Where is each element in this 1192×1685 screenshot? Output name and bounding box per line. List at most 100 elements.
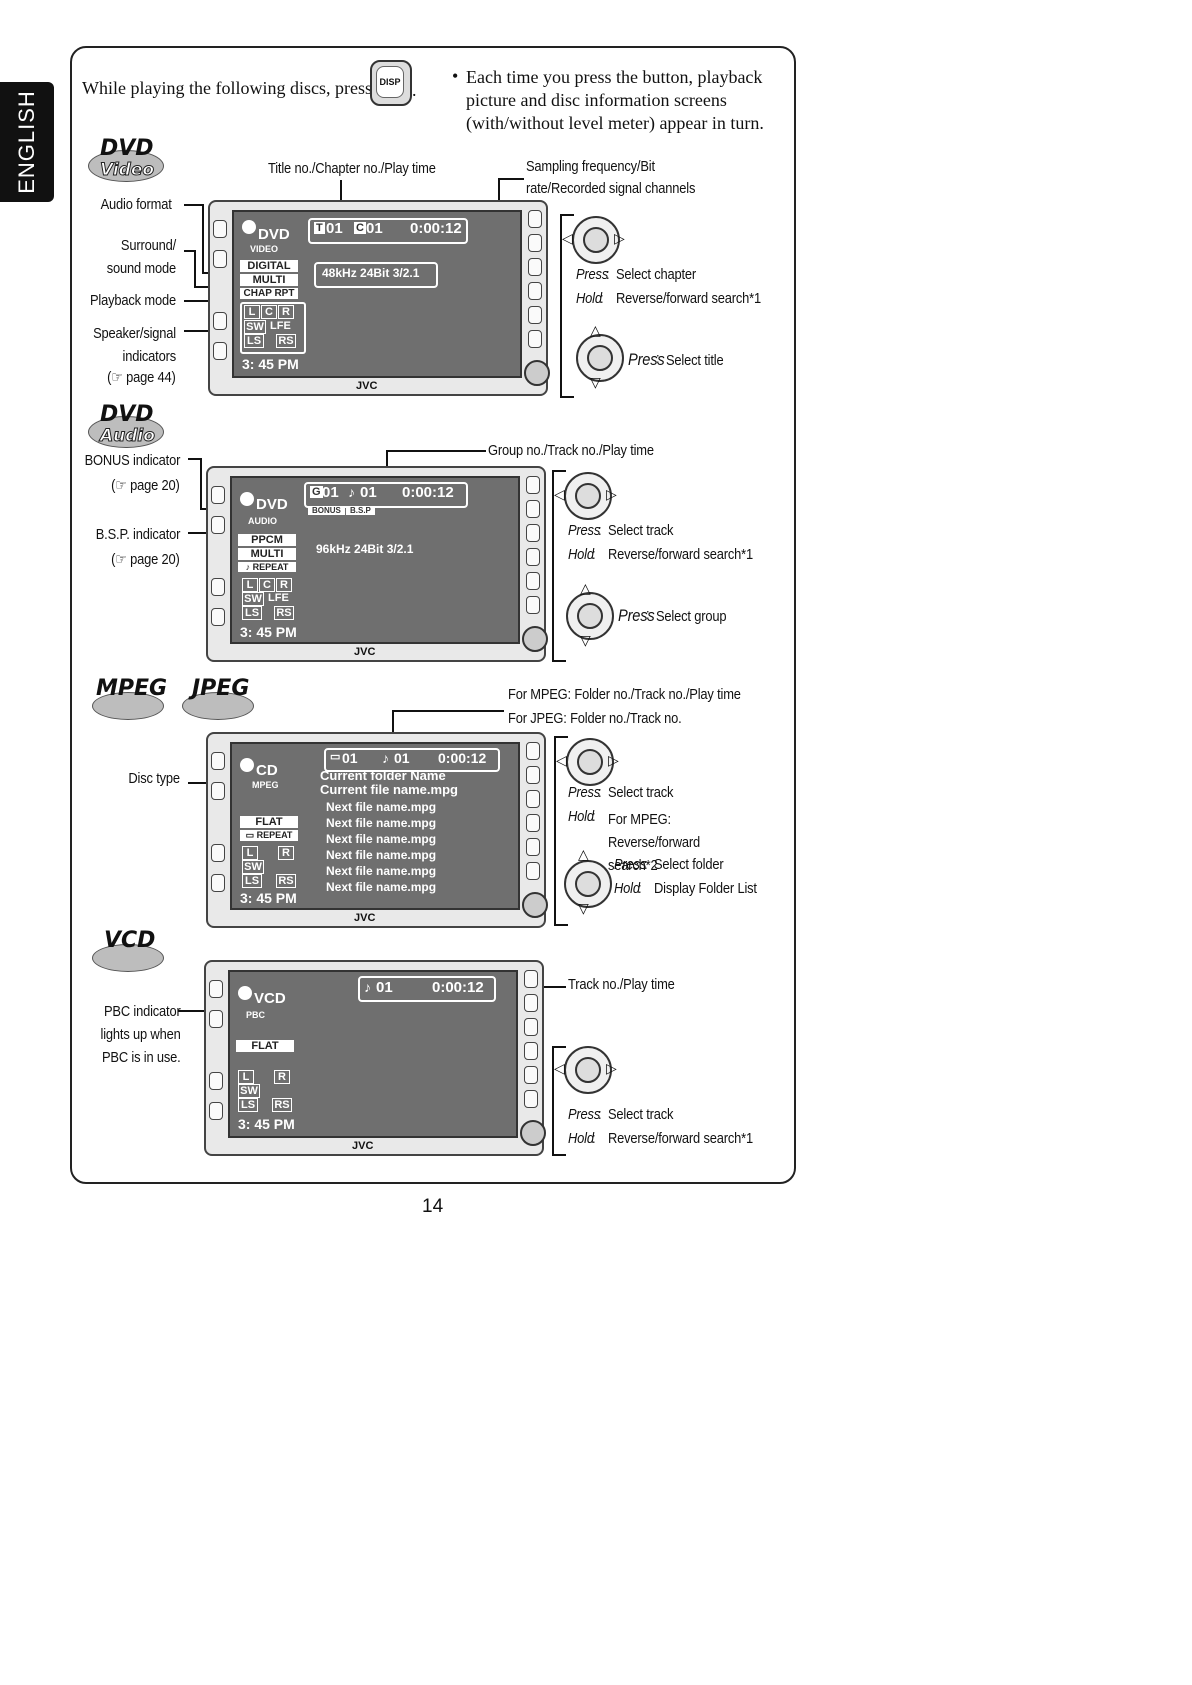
- language-tab: ENGLISH: [0, 82, 54, 202]
- leader-line: [202, 204, 204, 272]
- jpeg-logo: [182, 692, 254, 720]
- leader-line: [184, 250, 196, 252]
- control-action: Select chapter: [616, 266, 697, 283]
- spk-ls: LS: [244, 334, 264, 348]
- spk-ls: LS: [242, 606, 262, 620]
- side-button: [524, 1042, 538, 1060]
- side-button: [526, 596, 540, 614]
- callout-group-track: Group no./Track no./Play time: [488, 442, 654, 459]
- control-sep: :: [598, 522, 602, 539]
- disc-icon: [240, 492, 254, 506]
- spk-ls: LS: [238, 1098, 258, 1112]
- side-button: [213, 220, 227, 238]
- dvd-video-screen: T 01 C 01 0:00:12 DVD VIDEO DIGITAL MULT…: [232, 210, 522, 378]
- disc-icon: [242, 220, 256, 234]
- brand-logo: JVC: [352, 1140, 374, 1152]
- callout-mpeg: For MPEG: Folder no./Track no./Play time: [508, 686, 741, 703]
- control-mode: Hold: [576, 290, 602, 307]
- leader-line: [498, 178, 524, 180]
- spk-sw: SW: [242, 592, 264, 606]
- side-button: [211, 608, 225, 626]
- folder-number: 01: [342, 750, 358, 766]
- dvd-audio-logo-bottom: Audio: [100, 426, 156, 447]
- vertical-pad-icon: [566, 592, 614, 640]
- control-sep: :: [592, 808, 596, 825]
- callout-pbc: PBC indicator lights up when PBC is in u…: [100, 1003, 181, 1066]
- arrow-left-icon: ◁: [556, 752, 567, 768]
- signal-info: 48kHz 24Bit 3/2.1: [322, 266, 420, 280]
- horizontal-pad-icon: [564, 472, 612, 520]
- mpeg-screen: ▭ 01 ♪ 01 0:00:12 CD MPEG Current folder…: [230, 742, 520, 910]
- mpeg-logo: [92, 692, 164, 720]
- eq-mode: FLAT: [240, 816, 298, 828]
- disc-type: DVD: [258, 226, 290, 243]
- control-mode: Press: [568, 784, 601, 801]
- control-mode: Press: [628, 350, 665, 369]
- control-action: Select folder: [654, 856, 724, 873]
- group-badge: G: [310, 486, 323, 498]
- side-button: [209, 1072, 223, 1090]
- disc-type: VCD: [254, 990, 286, 1007]
- title-badge: T: [314, 222, 325, 234]
- intro-period: .: [412, 80, 417, 100]
- dvd-audio-unit: JVC G 01 ♪ 01 0:00:12 BONUS B.S.P DVD AU…: [206, 466, 548, 662]
- callout-title-chapter: Title no./Chapter no./Play time: [268, 160, 436, 177]
- control-sep: :: [600, 290, 604, 307]
- spk-c: C: [261, 305, 277, 319]
- spk-rs: RS: [272, 1098, 292, 1112]
- control-sep: :: [644, 856, 648, 873]
- side-button: [526, 790, 540, 808]
- side-button: [526, 814, 540, 832]
- bsp-indicator: B.S.P: [346, 506, 375, 515]
- arrow-down-icon: ▽: [590, 374, 601, 390]
- vcd-logo: [92, 944, 164, 972]
- leader-line: [392, 710, 394, 746]
- note-icon: ♪: [382, 750, 389, 766]
- track-number: 01: [360, 484, 377, 501]
- next-file: Next file name.mpg: [326, 800, 437, 814]
- side-button: [213, 250, 227, 268]
- spk-rs: RS: [274, 606, 294, 620]
- arrow-up-icon: △: [590, 322, 601, 338]
- arrow-left-icon: ◁: [562, 230, 573, 246]
- side-button: [528, 306, 542, 324]
- title-chapter-box: [308, 218, 468, 244]
- control-mode: Press: [618, 606, 655, 625]
- dvd-audio-logo: [88, 416, 164, 448]
- side-button: [213, 312, 227, 330]
- spk-sw: SW: [242, 860, 264, 874]
- side-button: [526, 524, 540, 542]
- leader-line: [184, 204, 204, 206]
- dvd-audio-logo-top: DVD: [100, 402, 154, 427]
- callout-sampling: Sampling frequency/Bit rate/Recorded sig…: [526, 158, 696, 197]
- side-button: [526, 862, 540, 880]
- note-icon: ♪: [364, 979, 371, 995]
- side-button: [211, 578, 225, 596]
- next-file: Next file name.mpg: [326, 816, 437, 830]
- arrow-down-icon: ▽: [578, 900, 589, 916]
- side-button: [526, 548, 540, 566]
- vcd-unit: JVC ♪ 01 0:00:12 VCD PBC FLAT L R SW LS …: [204, 960, 546, 1156]
- group-track-box: [304, 482, 468, 508]
- control-bracket: [552, 1046, 566, 1156]
- spk-r: R: [276, 578, 292, 592]
- brand-logo: JVC: [354, 912, 376, 924]
- clock: 3: 45 PM: [240, 624, 297, 640]
- arrow-right-icon: ▷: [606, 1060, 617, 1076]
- callout-audio-format: Audio format: [100, 196, 172, 213]
- pbc-indicator: PBC: [246, 1010, 266, 1020]
- side-button: [526, 476, 540, 494]
- control-bracket: [554, 736, 568, 926]
- play-time: 0:00:12: [410, 220, 462, 237]
- track-time-box: [358, 976, 496, 1002]
- speaker-box: [240, 302, 306, 354]
- leader-line: [194, 250, 196, 286]
- audio-format: DIGITAL: [240, 260, 298, 272]
- horizontal-pad-icon: [564, 1046, 612, 1094]
- control-mode: Hold: [568, 546, 594, 563]
- control-action: Select title: [666, 352, 724, 369]
- callout-bonus-ref: (☞ page 20): [111, 477, 181, 494]
- next-file: Next file name.mpg: [326, 864, 437, 878]
- spk-c: C: [259, 578, 275, 592]
- callout-disc-type: Disc type: [128, 770, 180, 787]
